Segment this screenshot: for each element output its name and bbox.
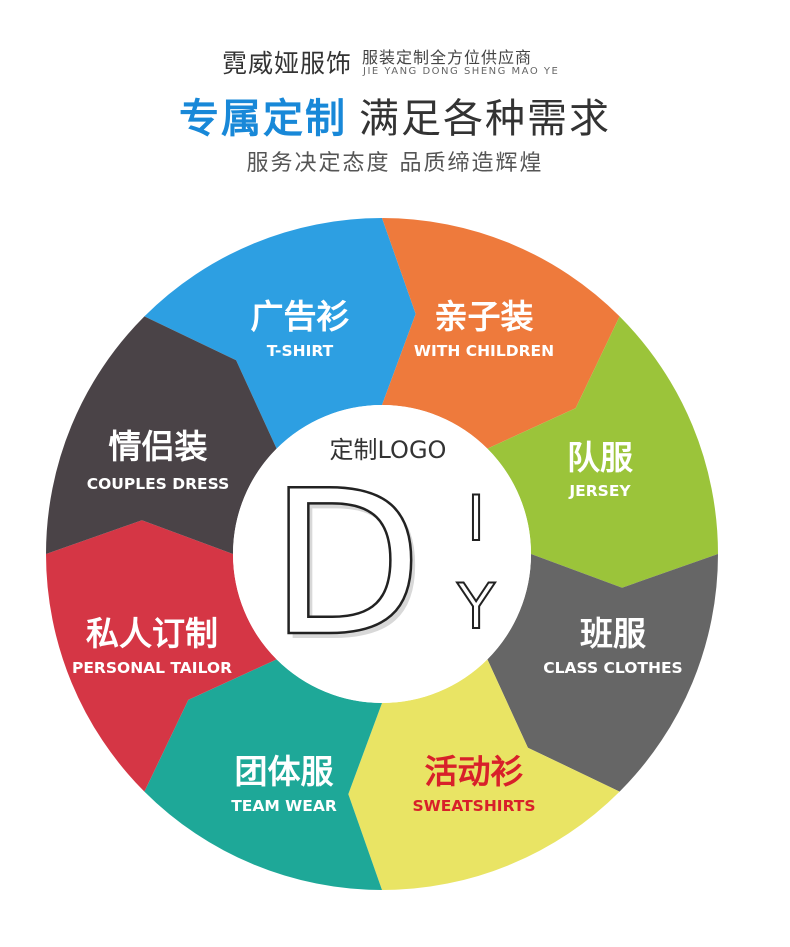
brand-name: 霓威娅服饰 <box>222 49 353 78</box>
segment-sweat-cn: 活动衫 <box>425 752 524 791</box>
center-circle <box>233 405 531 703</box>
center-badge: 定制LOGO D D I Y <box>233 405 531 703</box>
segment-class <box>487 554 718 792</box>
segment-team-cn: 团体服 <box>235 752 334 791</box>
wheel-labels: 广告衫 T-SHIRT 亲子装 WITH CHILDREN 队服 JERSEY 班服 CLAS… <box>72 297 683 815</box>
segment-sweat <box>348 659 620 890</box>
diy-letter-d: D <box>269 448 423 681</box>
segment-team <box>144 659 382 890</box>
segment-tailor-cn: 私人订制 <box>86 614 218 653</box>
center-logo-label: 定制LOGO <box>330 436 447 464</box>
segment-tshirt-cn: 广告衫 <box>251 297 350 336</box>
diy-letter-i: I <box>467 482 485 555</box>
segment-class-cn: 班服 <box>580 614 646 653</box>
slogan: 服务决定态度 品质缔造辉煌 <box>246 151 544 176</box>
diy-letter-d-shadow: D <box>273 453 427 686</box>
segment-couples-cn: 情侣装 <box>109 427 208 466</box>
segment-tailor <box>46 520 277 792</box>
diy-letter-y: Y <box>456 570 495 643</box>
segment-children-en: WITH CHILDREN <box>414 342 554 360</box>
segment-children <box>382 218 620 449</box>
segment-tshirt-en: T-SHIRT <box>267 342 334 360</box>
brand-tagline: 服装定制全方位供应商 <box>362 48 533 67</box>
segment-tailor-en: PERSONAL TAILOR <box>72 659 232 677</box>
headline-rest: 满足各种需求 <box>359 96 611 142</box>
headline-highlight: 专属定制 <box>179 96 347 142</box>
segment-couples-en: COUPLES DRESS <box>87 475 230 493</box>
brand-pinyin: JIE YANG DONG SHENG MAO YE <box>363 66 560 77</box>
segment-jersey-en: JERSEY <box>568 482 631 500</box>
segment-jersey-cn: 队服 <box>567 438 633 477</box>
segment-jersey <box>487 316 718 588</box>
segment-couples <box>45 316 277 554</box>
segment-sweat-en: SWEATSHIRTS <box>412 797 535 815</box>
headline: 专属定制满足各种需求 <box>0 86 790 144</box>
wheel-segments <box>45 217 718 890</box>
segment-children-cn: 亲子装 <box>435 297 534 336</box>
header: 霓威娅服饰 服装定制全方位供应商 JIE YANG DONG SHENG MAO… <box>0 0 790 200</box>
segment-tshirt <box>144 217 416 449</box>
segment-class-en: CLASS CLOTHES <box>543 659 682 677</box>
segment-team-en: TEAM WEAR <box>231 797 337 815</box>
